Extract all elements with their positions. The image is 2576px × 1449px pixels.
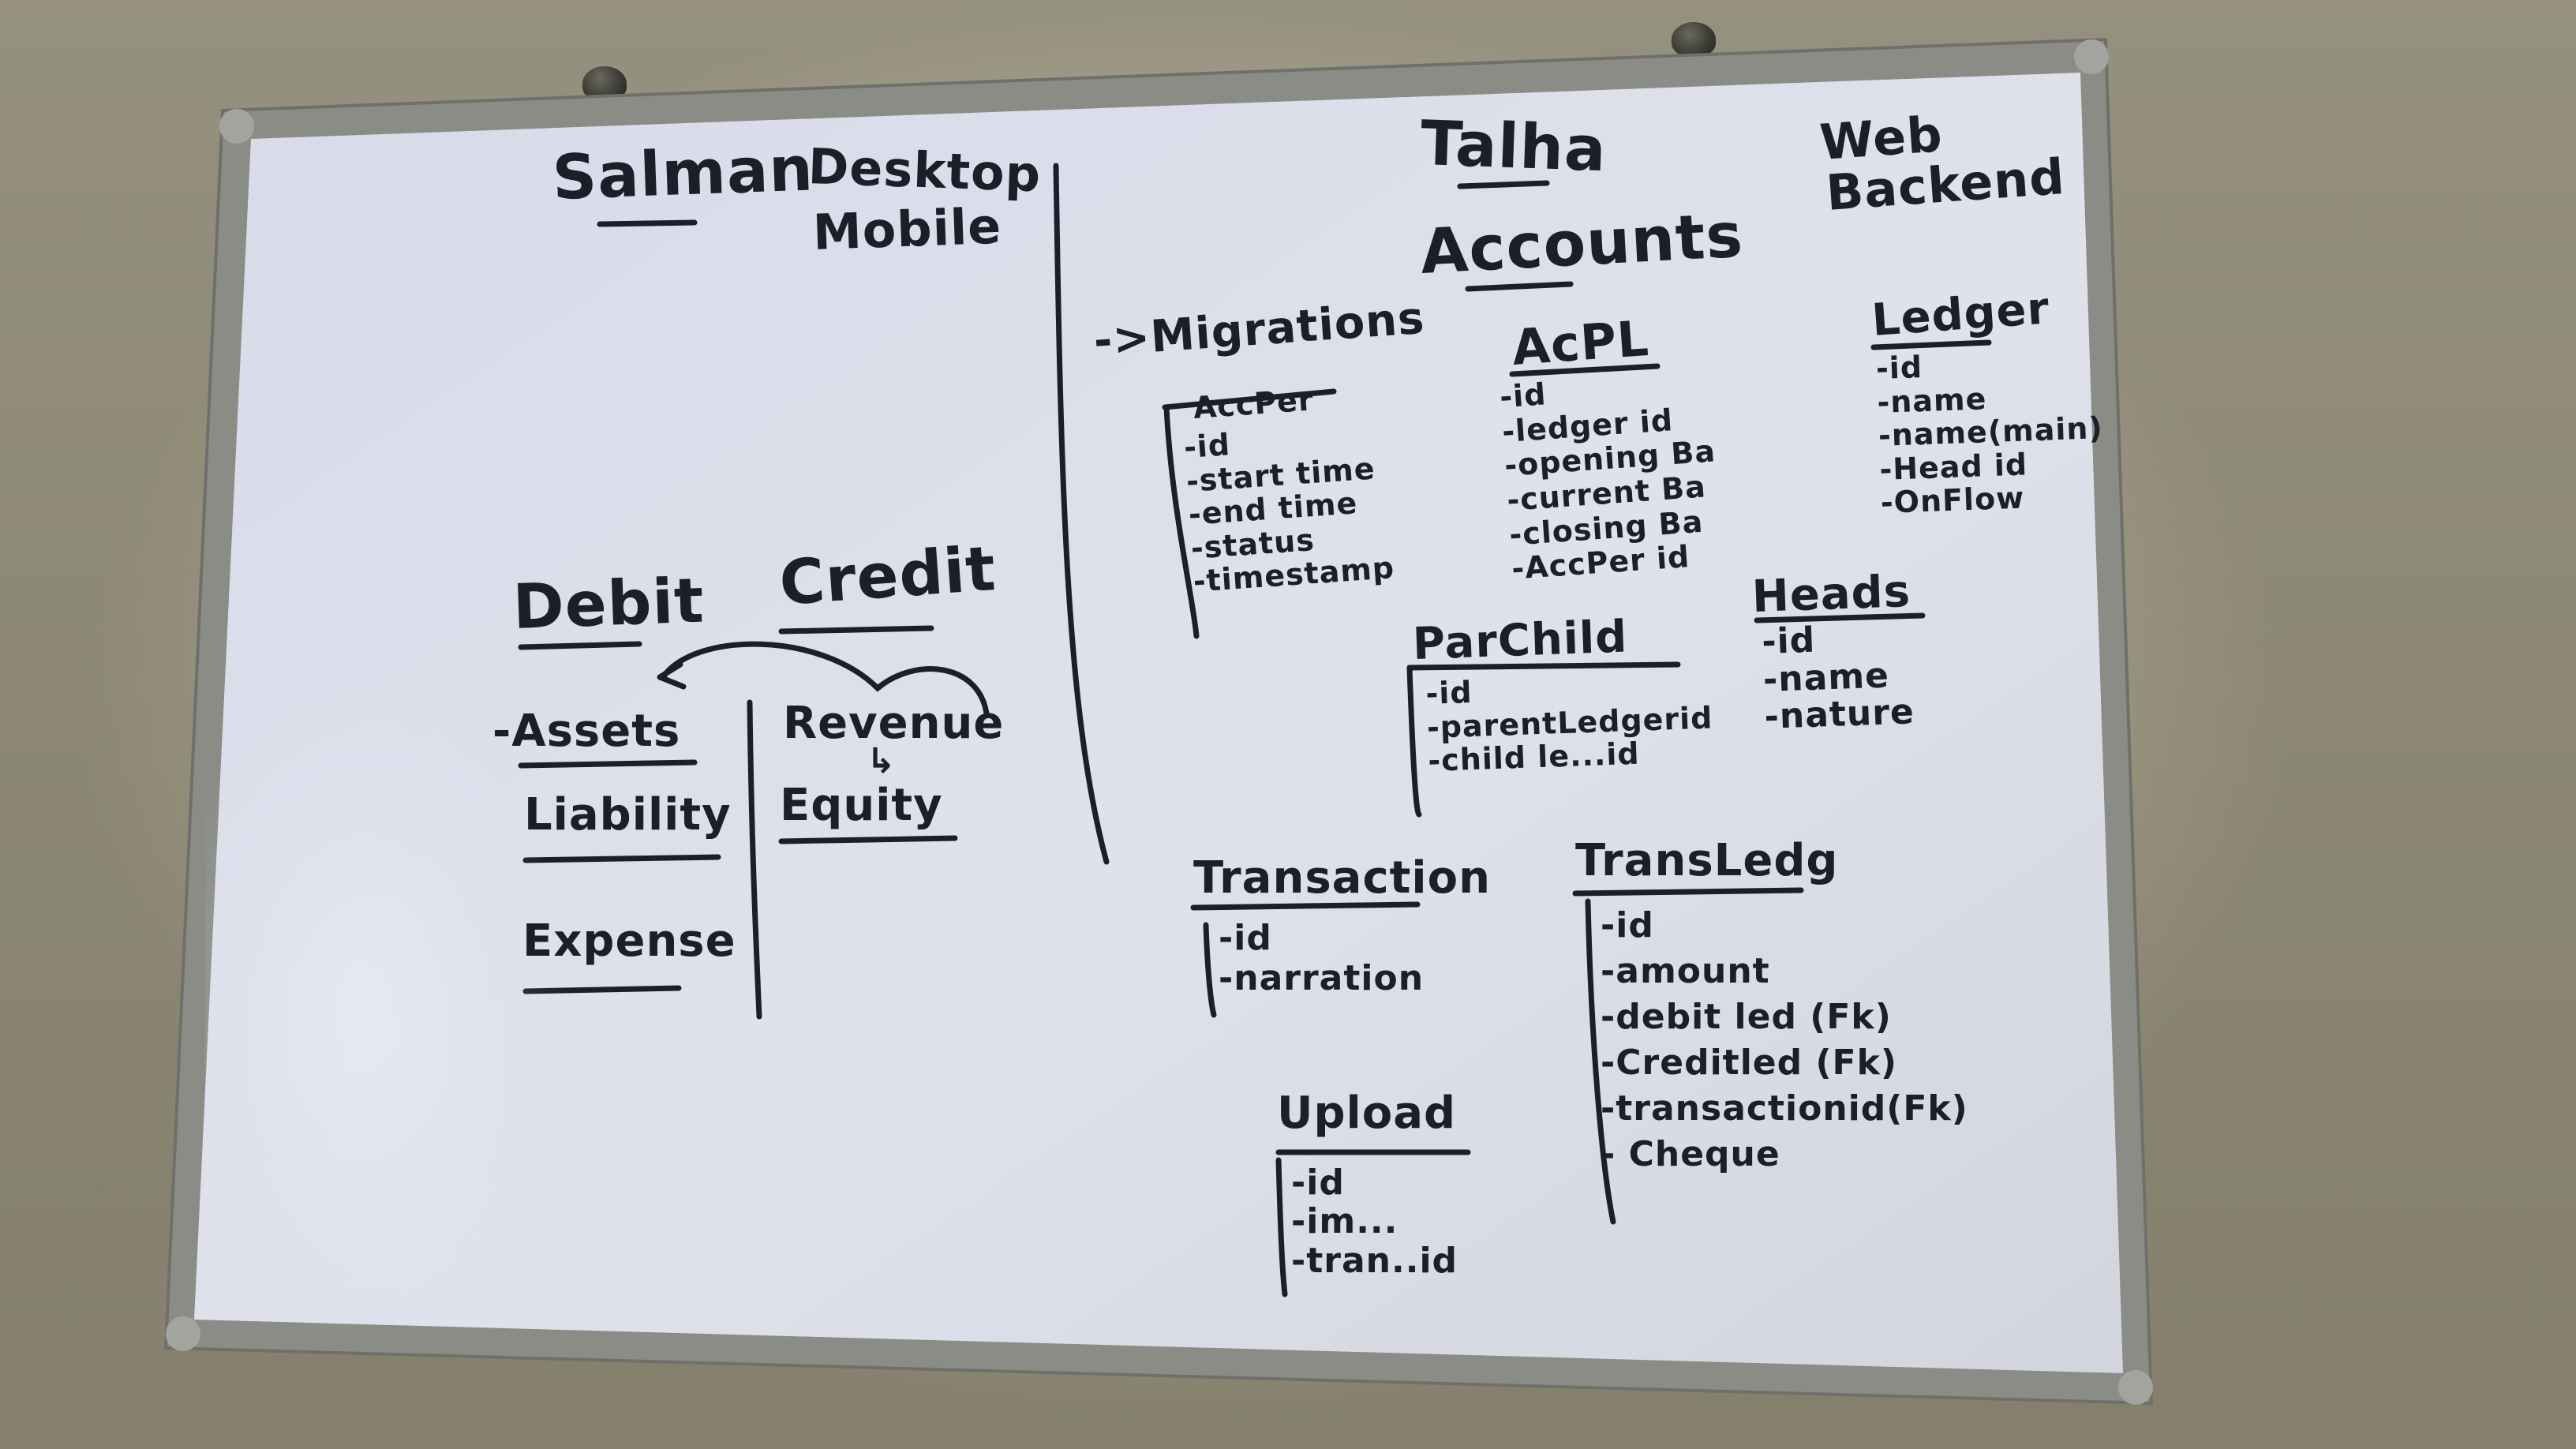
table-ledger-name: Ledger [1870, 283, 2052, 346]
table-ledger-fields: -id -name -name(main) -Head id -OnFlow [1875, 344, 2106, 520]
table-upload-field: -id [1291, 1163, 1345, 1203]
table-transaction-field: -narration [1219, 957, 1425, 998]
owner-talha: Talha [1419, 108, 1608, 186]
platform-desktop: Desktop [807, 137, 1043, 204]
table-transledg-field: -transactionid(Fk) [1601, 1088, 1968, 1129]
debit-item-expense: Expense [522, 915, 736, 967]
platform-mobile: Mobile [811, 197, 1003, 261]
table-transledg-field: - Cheque [1601, 1134, 1780, 1175]
table-transledg-field: -Creditled (Fk) [1601, 1043, 1897, 1084]
table-heads-name: Heads [1750, 566, 1912, 623]
table-transaction-field: -id [1219, 918, 1272, 958]
credit-item-revenue: Revenue [783, 698, 1005, 749]
table-transaction-fields: -id -narration [1219, 918, 1425, 998]
table-heads-fields: -id -name -nature [1761, 618, 1915, 737]
table-transledg-field: -amount [1601, 951, 1770, 992]
table-heads-field: -nature [1763, 691, 1915, 737]
board-surface [194, 73, 2123, 1373]
debit-credit-divider [747, 699, 762, 1020]
table-accper-fields: -id -start time -end time -status -times… [1183, 417, 1396, 599]
table-upload-name: Upload [1277, 1088, 1457, 1139]
debit-item-assets: -Assets [492, 706, 681, 757]
credit-item-arrow: ↳ [867, 741, 897, 781]
section-divider [1053, 163, 1110, 865]
table-transaction-name: Transaction [1193, 852, 1491, 904]
table-parchild-name: ParChild [1411, 611, 1629, 670]
credit-item-equity: Equity [780, 780, 943, 831]
table-upload-field: -im... [1291, 1201, 1398, 1242]
table-transledg-name: TransLedg [1575, 835, 1839, 886]
section-accounts: Accounts [1418, 200, 1745, 288]
table-transledg-fields: -id -amount -debit led (Fk) -Creditled (… [1601, 903, 1968, 1178]
table-upload-field: -tran..id [1291, 1240, 1458, 1281]
table-upload-fields: -id -im... -tran..id [1291, 1163, 1458, 1280]
owner-salman: Salman [551, 133, 815, 214]
debit-credit-arrow [660, 641, 990, 717]
table-heads-field: -id [1761, 620, 1817, 663]
debit-heading: Debit [511, 565, 706, 643]
table-transledg-field: -id [1601, 905, 1654, 945]
wall-hook-right [1672, 22, 1716, 57]
debit-item-liability: Liability [524, 789, 732, 841]
table-parchild-fields: -id -parentLedgerid -child le...id [1425, 667, 1715, 778]
table-acpl-fields: -id -ledger id -opening Ba -current Ba -… [1499, 366, 1724, 587]
table-transledg-field: -debit led (Fk) [1601, 997, 1892, 1038]
table-acpl-name: AcPL [1510, 309, 1651, 376]
credit-heading: Credit [777, 533, 998, 620]
